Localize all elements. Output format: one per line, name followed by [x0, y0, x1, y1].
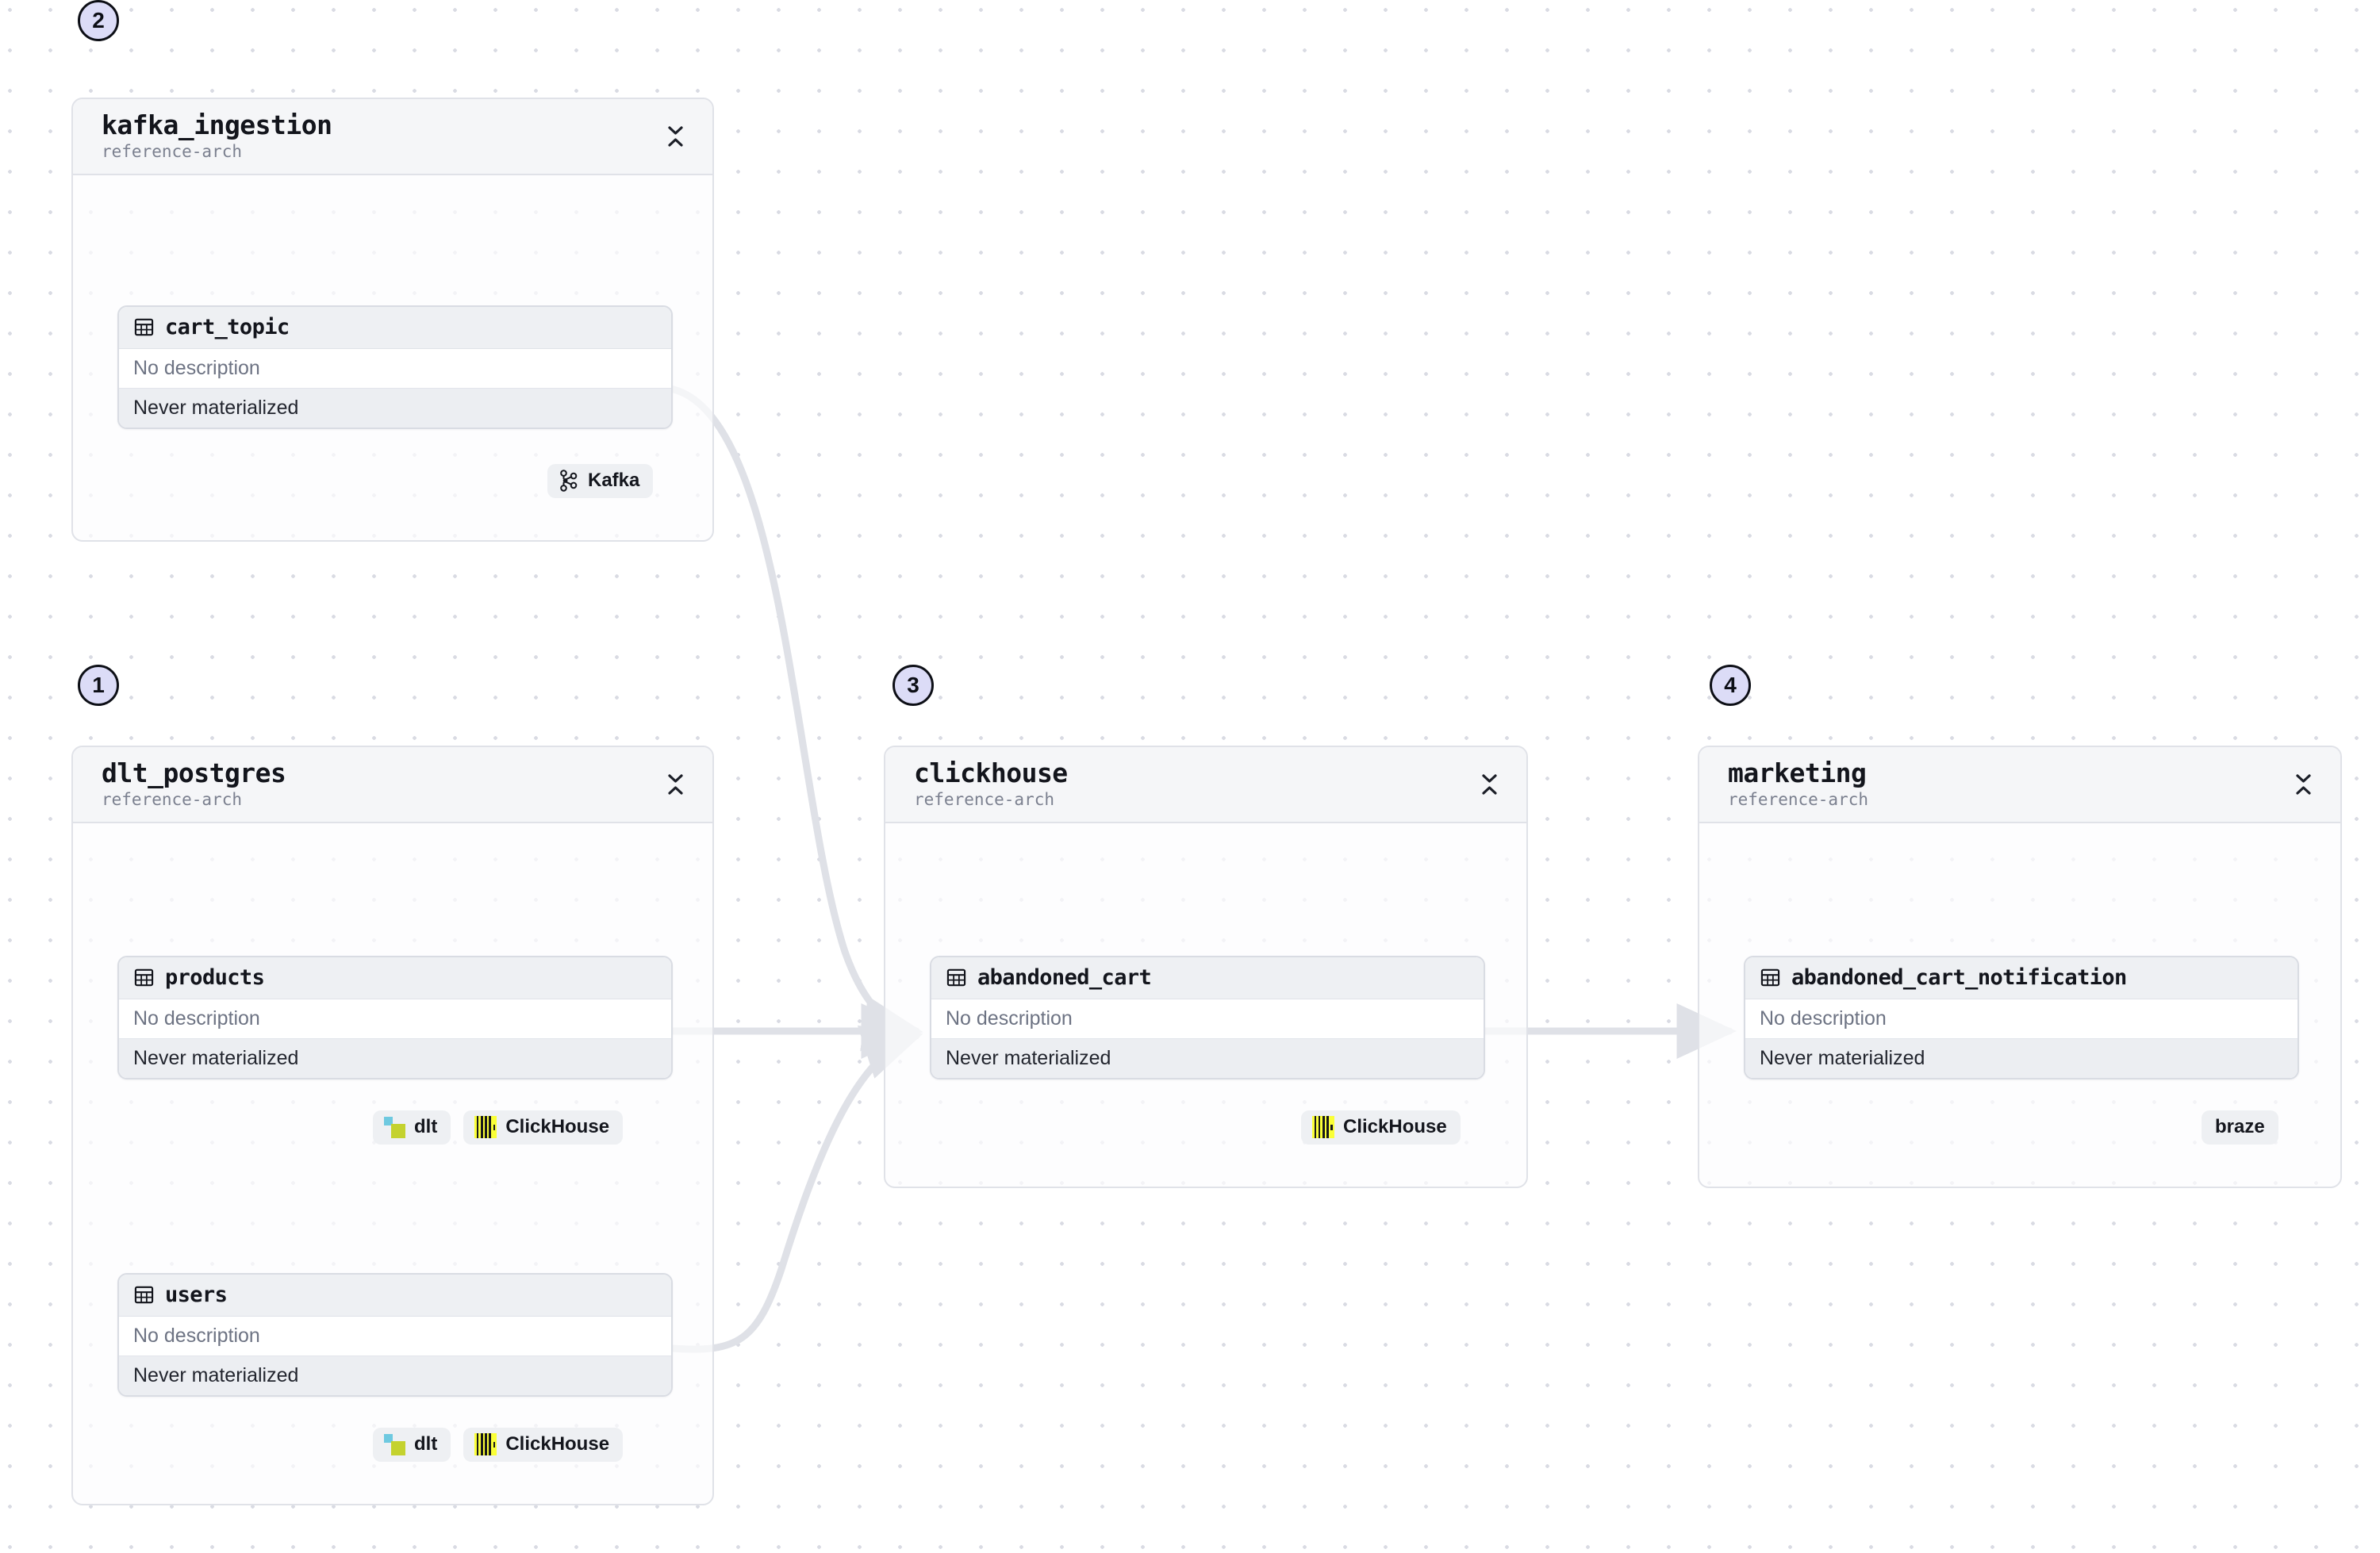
asset-node-description: No description	[119, 1317, 671, 1356]
step-badge-2: 2	[78, 0, 119, 41]
asset-node-description: No description	[1745, 999, 2297, 1038]
chip-group-abandoned-cart: ClickHouse	[1301, 1110, 1461, 1145]
asset-node-description: No description	[119, 349, 671, 388]
clickhouse-logo-icon	[474, 1433, 497, 1455]
asset-node-materialization: Never materialized	[119, 388, 671, 428]
group-subtitle: reference-arch	[914, 790, 1055, 810]
asset-node-header: abandoned_cart	[931, 957, 1484, 999]
group-header-clickhouse[interactable]: clickhouse reference-arch	[885, 747, 1526, 823]
asset-node-materialization: Never materialized	[119, 1356, 671, 1395]
chip-group-users: dlt ClickHouse	[373, 1428, 624, 1462]
chip-dlt[interactable]: dlt	[373, 1428, 451, 1462]
table-icon	[133, 967, 155, 988]
chip-label: ClickHouse	[505, 1116, 610, 1137]
chip-label: braze	[2215, 1116, 2265, 1137]
group-title: kafka_ingestion	[102, 109, 332, 141]
asset-node-name: products	[165, 965, 265, 990]
chip-label: ClickHouse	[505, 1433, 610, 1455]
chip-label: dlt	[414, 1433, 438, 1455]
collapse-vertical-icon[interactable]	[2290, 769, 2317, 800]
chip-label: dlt	[414, 1116, 438, 1137]
dlt-logo-icon	[384, 1116, 405, 1138]
group-header-dlt-postgres[interactable]: dlt_postgres reference-arch	[73, 747, 712, 823]
asset-node-description: No description	[931, 999, 1484, 1038]
group-header-kafka-ingestion[interactable]: kafka_ingestion reference-arch	[73, 99, 712, 175]
group-subtitle: reference-arch	[102, 790, 243, 810]
chip-clickhouse[interactable]: ClickHouse	[1301, 1110, 1461, 1145]
chip-label: ClickHouse	[1343, 1116, 1447, 1137]
asset-node-materialization: Never materialized	[119, 1038, 671, 1078]
table-icon	[946, 967, 967, 988]
step-badge-1: 1	[78, 665, 119, 706]
chip-group-abandoned-cart-notification: braze	[2202, 1110, 2278, 1145]
asset-node-description: No description	[119, 999, 671, 1038]
asset-node-materialization: Never materialized	[1745, 1038, 2297, 1078]
table-icon	[133, 316, 155, 338]
clickhouse-logo-icon	[474, 1116, 497, 1138]
asset-node-name: abandoned_cart_notification	[1791, 965, 2127, 990]
collapse-vertical-icon[interactable]	[662, 121, 689, 152]
chip-clickhouse[interactable]: ClickHouse	[463, 1428, 624, 1462]
asset-node-name: abandoned_cart	[977, 965, 1152, 990]
chip-group-products: dlt ClickHouse	[373, 1110, 624, 1145]
table-icon	[1760, 967, 1781, 988]
asset-node-name: cart_topic	[165, 315, 290, 339]
collapse-vertical-icon[interactable]	[662, 769, 689, 800]
asset-node-abandoned-cart-notification[interactable]: abandoned_cart_notification No descripti…	[1744, 956, 2299, 1079]
dlt-logo-icon	[384, 1433, 405, 1455]
step-badge-3: 3	[892, 665, 934, 706]
table-icon	[133, 1284, 155, 1306]
group-title: clickhouse	[914, 757, 1068, 789]
chip-clickhouse[interactable]: ClickHouse	[463, 1110, 624, 1145]
chip-dlt[interactable]: dlt	[373, 1110, 451, 1145]
chip-kafka[interactable]: Kafka	[547, 464, 654, 498]
group-title: marketing	[1728, 757, 1867, 789]
chip-label: Kafka	[588, 470, 640, 491]
chip-group-cart-topic: Kafka	[547, 464, 654, 498]
step-badge-4: 4	[1710, 665, 1751, 706]
asset-node-products[interactable]: products No description Never materializ…	[117, 956, 673, 1079]
kafka-logo-icon	[559, 470, 579, 492]
group-header-marketing[interactable]: marketing reference-arch	[1699, 747, 2340, 823]
asset-node-users[interactable]: users No description Never materialized	[117, 1273, 673, 1397]
asset-node-header: abandoned_cart_notification	[1745, 957, 2297, 999]
clickhouse-logo-icon	[1312, 1116, 1334, 1138]
asset-node-abandoned-cart[interactable]: abandoned_cart No description Never mate…	[930, 956, 1485, 1079]
collapse-vertical-icon[interactable]	[1476, 769, 1503, 800]
asset-node-header: cart_topic	[119, 307, 671, 349]
group-title: dlt_postgres	[102, 757, 286, 789]
asset-node-header: users	[119, 1275, 671, 1317]
asset-node-cart-topic[interactable]: cart_topic No description Never material…	[117, 305, 673, 429]
asset-node-name: users	[165, 1283, 228, 1307]
chip-braze[interactable]: braze	[2202, 1110, 2278, 1145]
asset-node-materialization: Never materialized	[931, 1038, 1484, 1078]
group-subtitle: reference-arch	[1728, 790, 1869, 810]
group-subtitle: reference-arch	[102, 142, 243, 162]
asset-node-header: products	[119, 957, 671, 999]
